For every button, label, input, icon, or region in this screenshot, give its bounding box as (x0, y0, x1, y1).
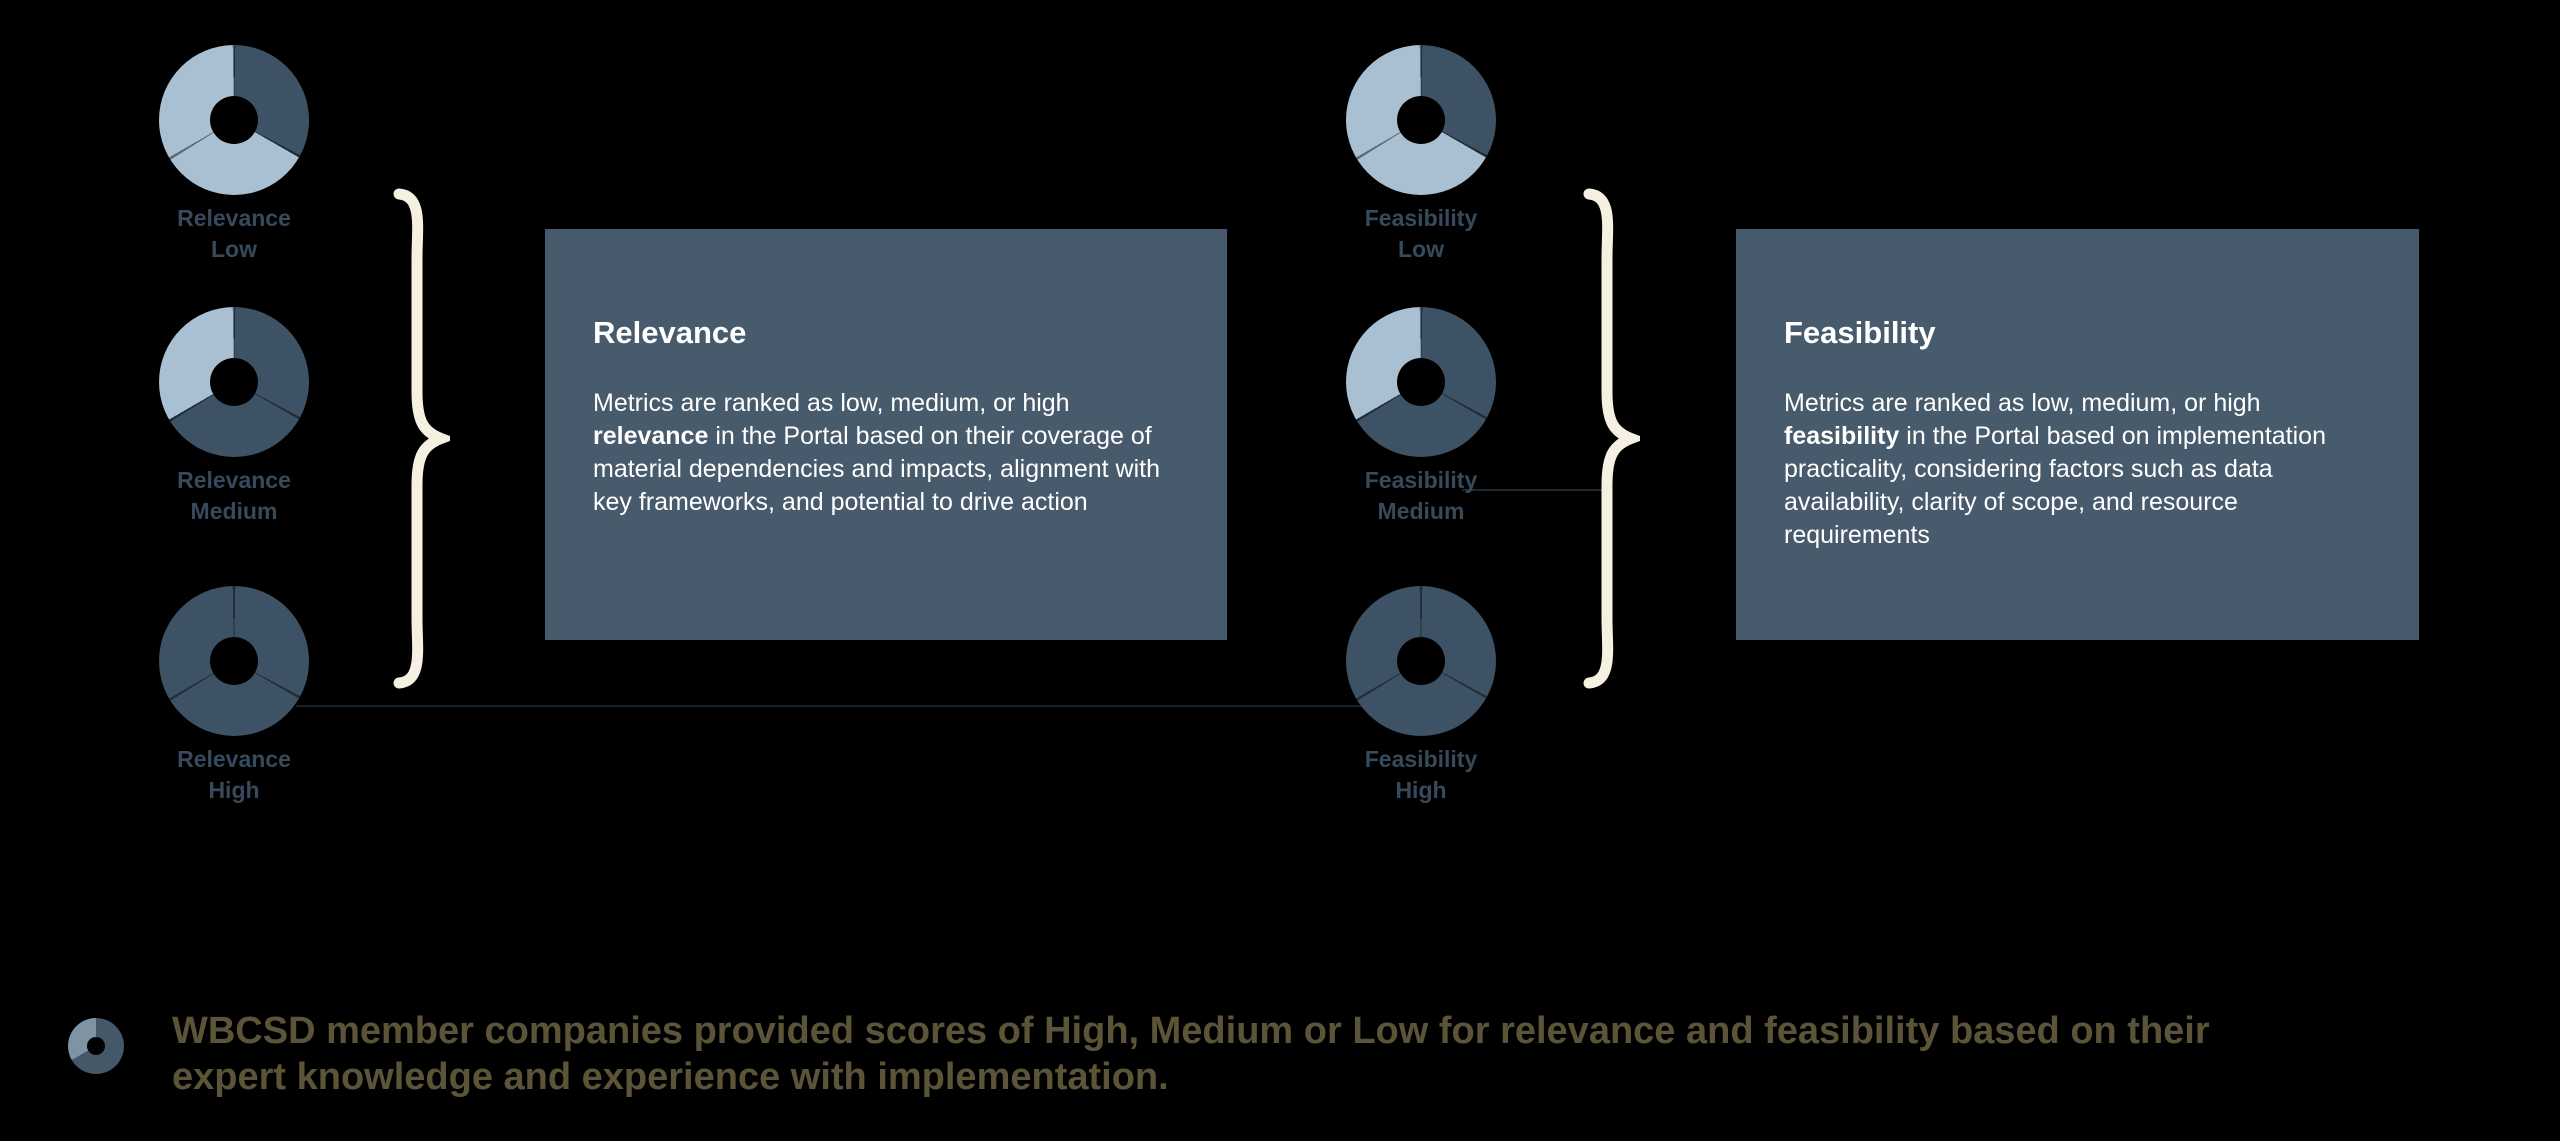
relevance-low-label-line2: Low (211, 236, 257, 262)
feasibility-high-label-line1: Feasibility (1364, 746, 1478, 772)
feasibility-high-label: Feasibility High (1271, 744, 1571, 806)
relevance-medium-label-line1: Relevance (177, 467, 291, 493)
relevance-high-donut-icon (159, 586, 309, 736)
relevance-medium-label: Relevance Medium (84, 465, 384, 527)
relevance-body-post: in the Portal based on their coverage of… (593, 422, 1160, 516)
relevance-brace-icon (386, 186, 450, 691)
relevance-panel-title: Relevance (593, 315, 747, 350)
footnote-text: WBCSD member companies provided scores o… (172, 1010, 2210, 1098)
relevance-medium-donut-icon (159, 307, 309, 457)
relevance-low-donut-icon (159, 45, 309, 195)
feasibility-body-post: in the Portal based on implementation pr… (1784, 422, 2326, 549)
relevance-medium-label-line2: Medium (190, 498, 278, 524)
feasibility-high-donut-icon (1346, 586, 1496, 736)
feasibility-medium-label-line1: Feasibility (1364, 467, 1478, 493)
feasibility-medium-label-line2: Medium (1377, 498, 1465, 524)
relevance-high-label: Relevance High (84, 744, 384, 806)
feasibility-medium-donut-icon (1346, 307, 1496, 457)
relevance-high-label-line2: High (208, 777, 260, 803)
connector-line-medium-row (1462, 489, 1602, 491)
feasibility-panel: Feasibility Metrics are ranked as low, m… (1736, 229, 2419, 640)
donut-bullet-icon (68, 1018, 124, 1074)
connector-line-high-row (296, 705, 1422, 707)
feasibility-body-pre: Metrics are ranked as low, medium, or hi… (1784, 389, 2261, 417)
feasibility-high-label-line2: High (1395, 777, 1447, 803)
relevance-high-label-line1: Relevance (177, 746, 291, 772)
feasibility-medium-label: Feasibility Medium (1271, 465, 1571, 527)
relevance-low-label-line1: Relevance (177, 205, 291, 231)
feasibility-body-bold: feasibility (1784, 422, 1900, 450)
feasibility-panel-title: Feasibility (1784, 315, 1936, 350)
feasibility-low-label-line2: Low (1398, 236, 1444, 262)
feasibility-brace-icon (1576, 186, 1640, 691)
relevance-low-label: Relevance Low (84, 203, 384, 265)
feasibility-panel-body: Metrics are ranked as low, medium, or hi… (1784, 387, 2363, 552)
feasibility-low-label-line1: Feasibility (1364, 205, 1478, 231)
feasibility-low-donut-icon (1346, 45, 1496, 195)
feasibility-low-label: Feasibility Low (1271, 203, 1571, 265)
relevance-body-pre: Metrics are ranked as low, medium, or hi… (593, 389, 1070, 417)
relevance-panel-body: Metrics are ranked as low, medium, or hi… (593, 387, 1171, 519)
relevance-panel: Relevance Metrics are ranked as low, med… (545, 229, 1227, 640)
relevance-body-bold: relevance (593, 422, 709, 450)
